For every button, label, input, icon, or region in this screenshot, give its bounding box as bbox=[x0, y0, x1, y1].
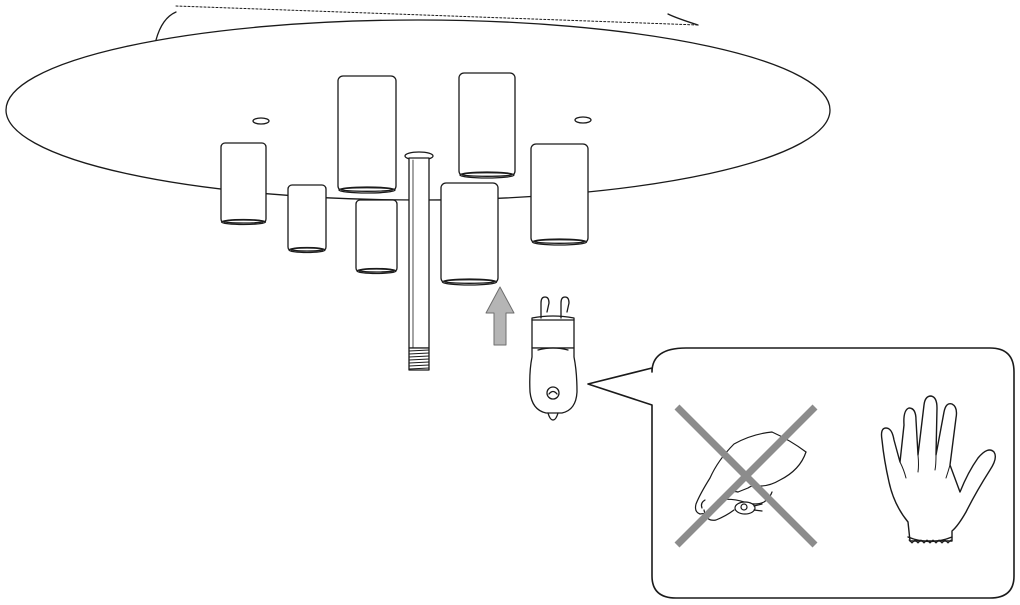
lamp-shade bbox=[530, 143, 589, 246]
lamp-shade bbox=[440, 182, 499, 286]
lamp-shade bbox=[458, 72, 516, 179]
mounting-hole-right bbox=[574, 116, 592, 124]
gloved-hand-icon bbox=[880, 395, 997, 544]
threaded-down-rod bbox=[404, 151, 434, 371]
mounting-hole-left bbox=[252, 117, 270, 125]
prohibition-cross bbox=[674, 404, 818, 548]
ceiling-line bbox=[175, 5, 699, 26]
lamp-shade bbox=[337, 75, 397, 194]
lamp-shade bbox=[287, 184, 327, 254]
lamp-shade bbox=[220, 142, 267, 226]
up-arrow bbox=[485, 286, 515, 346]
lamp-shade bbox=[355, 199, 398, 275]
canopy-rim bbox=[155, 11, 699, 41]
g9-bulb bbox=[529, 296, 578, 421]
